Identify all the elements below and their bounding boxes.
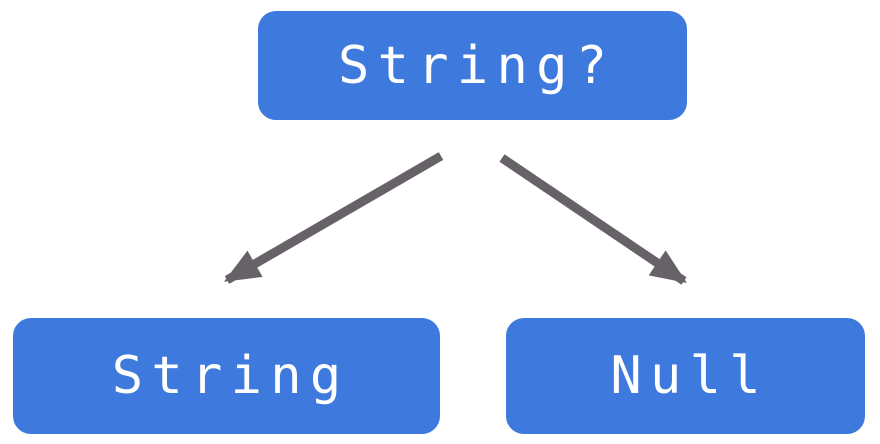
node-null: Null [498, 310, 873, 442]
edge-root-to-string [223, 152, 444, 284]
edge-root-to-null [499, 154, 687, 285]
node-string-optional: String? [250, 3, 695, 128]
node-label: String [111, 346, 350, 406]
node-label: String? [337, 35, 616, 96]
node-string: String [5, 310, 448, 442]
node-label: Null [610, 346, 769, 406]
